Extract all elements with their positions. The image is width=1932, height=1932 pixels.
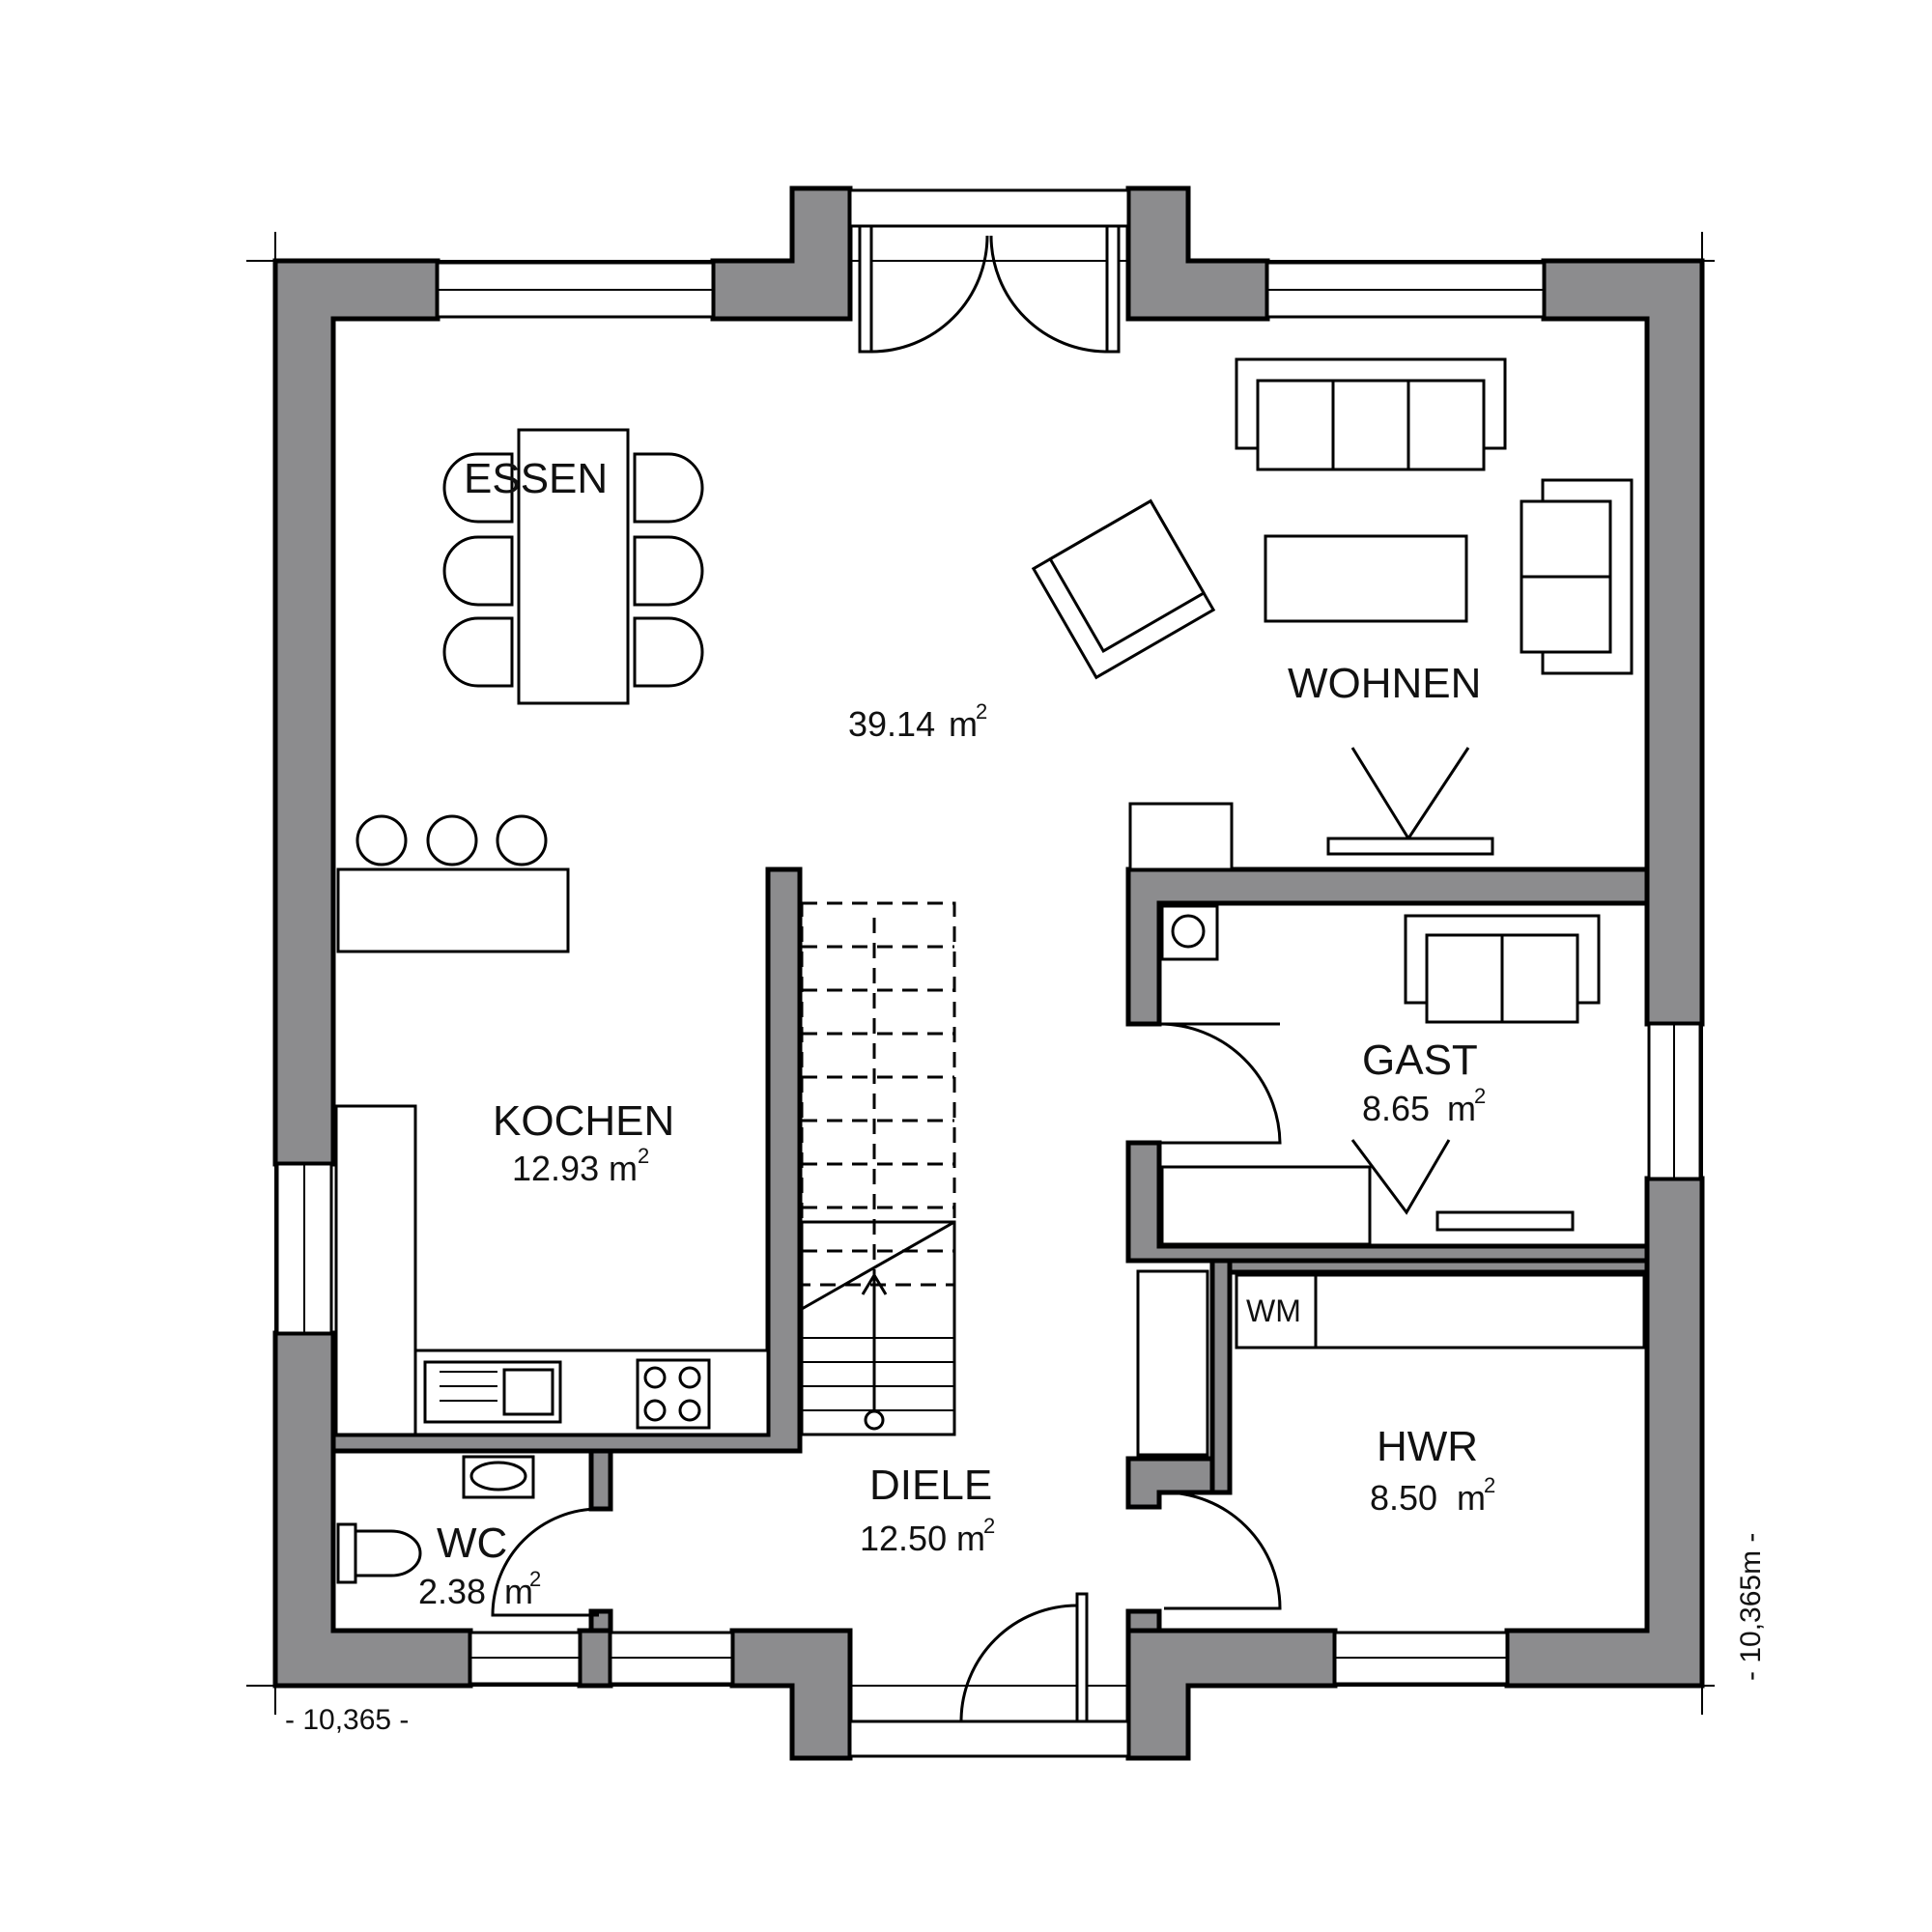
outer-walls <box>272 185 1705 1761</box>
wall-top-right <box>1541 258 1705 1027</box>
svg-text:2.38: 2.38 <box>418 1572 486 1611</box>
interior-walls <box>330 867 1650 1634</box>
label-kochen: KOCHEN <box>493 1097 674 1145</box>
wall-wohnen-gast <box>1125 867 1650 1027</box>
dining-set <box>442 428 704 705</box>
wall-hwr-top <box>1227 1258 1650 1275</box>
wall-top-mid-right <box>1125 185 1270 322</box>
dimension-vertical: - 10,365m - <box>1735 1533 1767 1681</box>
living-furniture <box>1031 357 1634 871</box>
svg-text:m: m <box>504 1572 533 1611</box>
wall-top-left <box>272 258 440 1167</box>
utility-counter <box>1314 1273 1646 1350</box>
wall-bottom-bay-left <box>729 1628 853 1761</box>
label-gast: GAST <box>1362 1037 1478 1084</box>
wc-fixtures <box>336 1455 535 1584</box>
svg-text:8.65: 8.65 <box>1362 1089 1430 1128</box>
svg-text:8.50: 8.50 <box>1370 1478 1437 1518</box>
window-bottom-bay <box>848 1719 1130 1758</box>
bar-stool <box>355 814 408 867</box>
svg-text:2: 2 <box>529 1567 541 1591</box>
window-top-bay <box>848 188 1130 228</box>
wall-closet-hwr <box>1209 1258 1233 1495</box>
guest-furniture <box>1160 904 1601 1246</box>
tv-board <box>1326 837 1494 856</box>
kitchen-furniture <box>334 814 770 1436</box>
tv-stand-left <box>1350 747 1470 841</box>
label-essen: ESSEN <box>464 455 608 502</box>
svg-text:m: m <box>1447 1089 1476 1128</box>
doors <box>491 224 1282 1723</box>
svg-text:2: 2 <box>983 1514 995 1538</box>
label-wm: WM <box>1246 1293 1301 1328</box>
wall-top-mid-left <box>710 185 853 322</box>
label-wohnen: WOHNEN <box>1288 660 1481 707</box>
wc-toilet-tank <box>336 1522 357 1584</box>
svg-text:2: 2 <box>638 1144 649 1168</box>
windows <box>275 188 1702 1758</box>
washing-machine <box>1235 1273 1318 1350</box>
svg-text:m: m <box>1457 1478 1486 1518</box>
kitchen-island <box>336 867 570 953</box>
svg-text:39.14: 39.14 <box>848 704 935 744</box>
kitchen-counter-side <box>334 1104 417 1436</box>
wall-wc-diele <box>588 1448 613 1512</box>
label-hwr: HWR <box>1377 1423 1478 1470</box>
wall-bottom-bay-right <box>1125 1628 1338 1761</box>
area-wohnen: 39.14 m 2 <box>848 699 987 744</box>
dimension-horizontal: - 10,365 - <box>285 1704 409 1736</box>
area-hwr: 8.50 m 2 <box>1370 1473 1495 1518</box>
wall-hwr-bottom-stub <box>1125 1608 1162 1634</box>
svg-text:2: 2 <box>1484 1473 1495 1497</box>
svg-text:m: m <box>956 1519 985 1558</box>
staircase <box>800 901 956 1436</box>
label-diele: DIELE <box>869 1462 992 1509</box>
area-diele: 12.50 m 2 <box>860 1514 995 1558</box>
svg-text:12.93: 12.93 <box>512 1149 599 1188</box>
wall-left-lower <box>272 1330 473 1689</box>
utility-furniture <box>1136 1269 1646 1457</box>
guest-wardrobe <box>1160 1165 1372 1246</box>
area-gast: 8.65 m 2 <box>1362 1084 1486 1128</box>
area-kochen: 12.93 m 2 <box>512 1144 649 1188</box>
area-wc: 2.38 m 2 <box>418 1567 541 1611</box>
wall-right-lower <box>1504 1176 1705 1689</box>
dining-table <box>517 428 630 705</box>
closet <box>1136 1269 1209 1457</box>
svg-text:2: 2 <box>1474 1084 1486 1108</box>
wall-hwr-left <box>1125 1456 1215 1510</box>
svg-text:12.50: 12.50 <box>860 1519 947 1558</box>
wall-bottom-pier <box>577 1628 613 1689</box>
coffee-table <box>1264 534 1468 623</box>
svg-text:m: m <box>609 1149 638 1188</box>
svg-text:m: m <box>949 704 978 744</box>
room-labels: ESSEN WOHNEN 39.14 m 2 KOCHEN 12.93 m 2 … <box>418 455 1495 1611</box>
label-wc: WC <box>437 1520 507 1567</box>
svg-text:2: 2 <box>976 699 987 724</box>
